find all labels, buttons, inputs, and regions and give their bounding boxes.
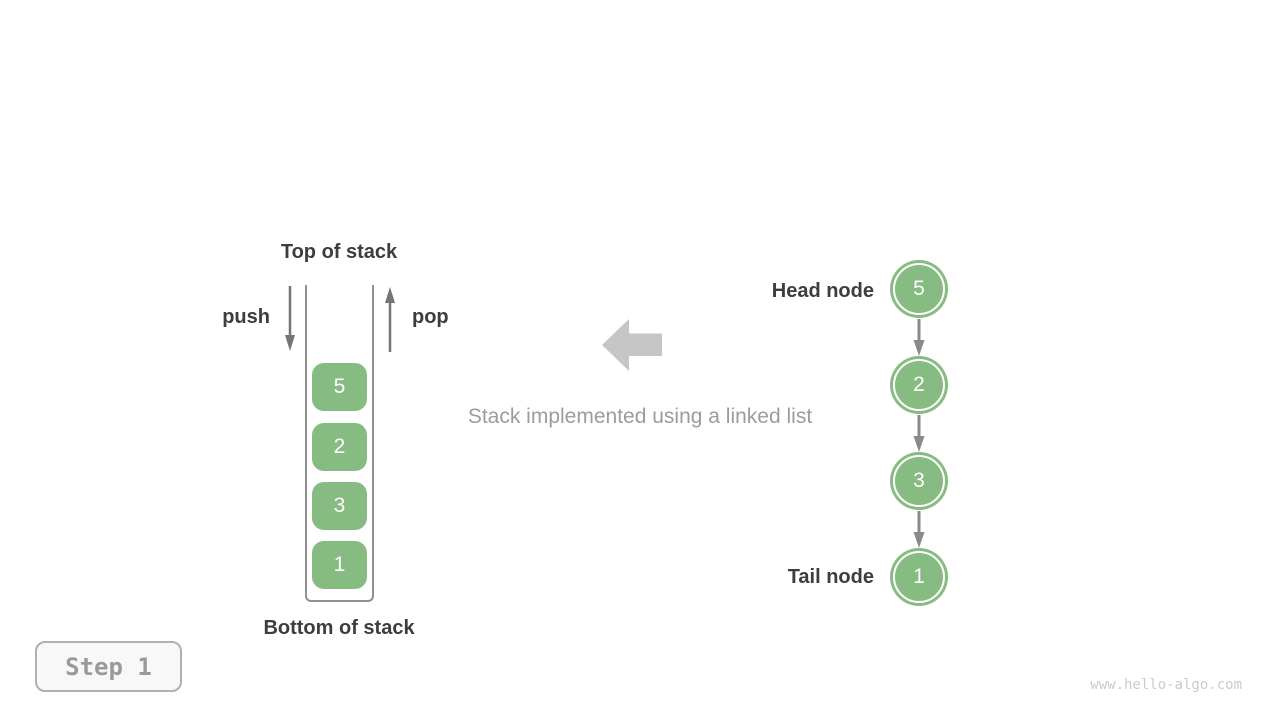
link-down-arrow-icon <box>913 415 925 452</box>
list-node: 5 <box>893 263 945 315</box>
big-left-arrow-icon <box>602 319 662 371</box>
stack-item: 3 <box>312 482 367 530</box>
link-down-arrow-icon <box>913 511 925 548</box>
push-down-arrow-icon <box>285 286 295 351</box>
diagram-caption: Stack implemented using a linked list <box>467 405 813 428</box>
top-of-stack-label: Top of stack <box>280 241 398 263</box>
step-badge: Step 1 <box>35 641 182 692</box>
stack-item: 1 <box>312 541 367 589</box>
list-node: 3 <box>893 455 945 507</box>
watermark: www.hello-algo.com <box>1090 677 1242 693</box>
push-label: push <box>222 306 270 328</box>
list-node: 2 <box>893 359 945 411</box>
tail-node-label: Tail node <box>787 566 874 588</box>
pop-up-arrow-icon <box>385 287 395 352</box>
pop-label: pop <box>412 306 449 328</box>
list-node: 1 <box>893 551 945 603</box>
stack-container <box>305 285 374 602</box>
link-down-arrow-icon <box>913 319 925 356</box>
head-node-label: Head node <box>771 280 874 302</box>
bottom-of-stack-label: Bottom of stack <box>263 617 415 639</box>
stack-item: 5 <box>312 363 367 411</box>
stack-item: 2 <box>312 423 367 471</box>
